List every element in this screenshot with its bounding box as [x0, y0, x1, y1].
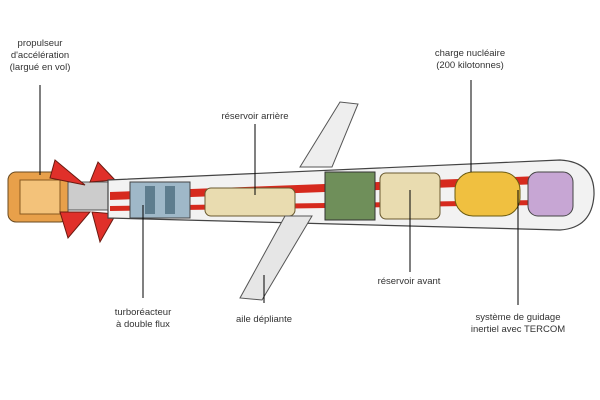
lower-fin — [59, 211, 92, 240]
rear-tank — [204, 187, 296, 217]
label-booster: propulseur d'accélération (largué en vol… — [9, 38, 71, 73]
upper-fin — [49, 159, 86, 186]
label-warhead: charge nucléaire (200 kilotonnes) — [434, 48, 506, 71]
warhead — [454, 171, 521, 217]
guidance-unit — [527, 171, 574, 217]
booster — [7, 171, 109, 223]
green-section — [324, 171, 376, 221]
label-guidance: système de guidage inertiel avec TERCOM — [470, 312, 566, 335]
label-turbofan: turboréacteur à double flux — [114, 307, 172, 330]
lower-fin-2 — [91, 211, 117, 244]
leader-lines — [39, 80, 519, 305]
label-wing: aile dépliante — [236, 314, 292, 325]
lower-wing — [239, 215, 313, 301]
turbofan — [129, 181, 191, 219]
label-front-tank: réservoir avant — [377, 276, 441, 287]
label-rear-tank: réservoir arrière — [221, 111, 289, 122]
upper-wing — [299, 101, 359, 168]
upper-fin-2 — [89, 161, 117, 183]
